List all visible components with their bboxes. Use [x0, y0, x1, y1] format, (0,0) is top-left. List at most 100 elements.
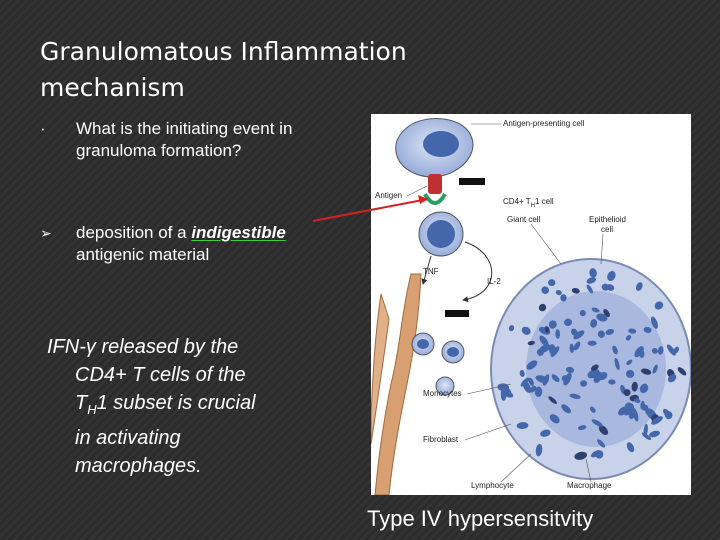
granuloma-nucleus — [603, 309, 610, 318]
granuloma-nucleus — [641, 432, 652, 441]
granuloma-nucleus — [590, 319, 598, 328]
granuloma-nucleus — [555, 290, 562, 296]
granuloma-nucleus — [640, 368, 652, 375]
granuloma-nucleus — [598, 425, 609, 436]
label-apc: Antigen-presenting cell — [503, 119, 585, 128]
granuloma-nucleus — [605, 328, 615, 336]
label-antigen: Antigen — [375, 191, 402, 200]
granuloma-nucleus — [569, 343, 575, 353]
granuloma-nucleus — [540, 429, 551, 437]
slide-title: Granulomatous Inflammation mechanism — [40, 34, 500, 106]
granuloma-nucleus — [612, 345, 618, 355]
granuloma-nucleus — [635, 282, 643, 291]
granuloma-nucleus — [631, 381, 638, 392]
granuloma-nucleus — [589, 268, 597, 278]
granuloma-nucleus — [593, 371, 603, 383]
granuloma-nucleus — [534, 386, 543, 397]
granuloma-nucleus — [527, 340, 535, 346]
granuloma-nucleus — [596, 313, 608, 322]
label-epithelioid-1: Epithelioid — [589, 215, 626, 224]
granuloma-diagram: Antigen-presenting cell Antigen CD4+ TH1… — [371, 114, 691, 495]
label-macrophage: Macrophage — [567, 481, 612, 490]
granuloma-nucleus — [666, 344, 676, 356]
granuloma-nucleus — [639, 383, 649, 394]
granuloma-nucleus — [590, 364, 599, 371]
ifn-line4: in activating — [75, 427, 181, 449]
label-mark-lower — [445, 310, 469, 317]
bullet-question-text: What is the initiating event in granulom… — [76, 119, 293, 160]
label-cd4-post: 1 cell — [535, 197, 554, 206]
bullet-answer: ➢ deposition of a indigestible antigenic… — [40, 222, 340, 266]
granuloma-nucleus — [574, 451, 587, 460]
granuloma-nucleus — [642, 404, 649, 411]
monocyte-cells — [411, 332, 465, 396]
granuloma-nucleus — [591, 307, 600, 313]
bullet-list: · What is the initiating event in granul… — [40, 118, 340, 266]
granuloma-nucleus — [535, 443, 543, 457]
granuloma-nucleus — [561, 404, 571, 414]
granuloma-nucleus — [589, 406, 596, 413]
granuloma-nucleus — [529, 385, 537, 393]
granuloma-nucleus — [580, 380, 588, 387]
ifn-line3-pre: T — [75, 392, 88, 414]
ifn-gamma-statement: IFN-γ released by the CD4+ T cells of th… — [47, 333, 347, 480]
label-cd4-pre: CD4+ T — [503, 197, 531, 206]
label-fibroblast: Fibroblast — [423, 435, 459, 444]
granuloma-nucleus — [607, 270, 616, 282]
label-epithelioid-2: cell — [601, 225, 613, 234]
granuloma-nucleus — [500, 387, 507, 401]
granuloma-nucleus — [618, 406, 628, 416]
granuloma-nucleus — [673, 346, 680, 354]
granuloma-nucleus — [654, 301, 664, 310]
granuloma-nucleus — [586, 284, 594, 294]
label-cd4-sub: H — [531, 203, 535, 209]
granuloma-nucleus — [651, 416, 663, 425]
granuloma-nucleus — [544, 326, 550, 333]
label-mark-upper — [459, 178, 485, 185]
granuloma-diagram-svg: Antigen-presenting cell Antigen CD4+ TH1… — [371, 118, 691, 495]
granuloma-nucleus — [626, 359, 633, 365]
granuloma-nucleus — [565, 366, 575, 373]
granuloma-nucleus — [577, 425, 587, 431]
ifn-line3-sub: H — [87, 402, 97, 417]
granuloma-nucleus — [677, 367, 687, 376]
ifn-line2: CD4+ T cells of the — [75, 364, 246, 386]
granuloma-nuclei — [497, 268, 687, 460]
granuloma-nucleus — [623, 389, 631, 397]
granuloma-nucleus — [538, 303, 547, 312]
title-line-1: Granulomatous Inflammation — [40, 37, 407, 66]
granuloma-nucleus — [597, 330, 605, 338]
granuloma-nucleus — [541, 286, 550, 294]
granuloma-nucleus — [601, 283, 610, 291]
antigen-presenting-cell — [395, 118, 474, 178]
granuloma-nucleus — [649, 430, 660, 438]
title-line-2: mechanism — [40, 73, 185, 102]
granuloma-nucleus — [651, 348, 658, 354]
dot-bullet-icon: · — [40, 119, 46, 138]
bullet-answer-text-before: deposition of a — [76, 223, 192, 242]
bullet-answer-emphasis: indigestible — [191, 223, 286, 242]
granuloma-nucleus — [549, 414, 560, 424]
granuloma-nucleus — [625, 369, 635, 378]
label-giant-cell: Giant cell — [507, 215, 541, 224]
granuloma-nucleus — [650, 316, 659, 329]
granuloma-nucleus — [516, 422, 529, 430]
ifn-line1-rest: released by the — [95, 336, 239, 358]
granuloma-nucleus — [550, 346, 560, 357]
ifn-line3: TH1 subset is crucial — [47, 389, 347, 424]
antigen-particle — [423, 174, 447, 205]
granuloma-nucleus — [519, 370, 525, 377]
arrow-bullet-icon: ➢ — [40, 225, 52, 241]
granuloma-nucleus — [526, 360, 538, 370]
granuloma-nucleus — [520, 377, 529, 387]
granuloma-nucleus — [657, 346, 664, 355]
granuloma-nucleus — [590, 450, 601, 458]
fibroblast-strands — [371, 273, 422, 495]
granuloma-nucleus — [634, 346, 644, 358]
granuloma-nucleus — [563, 372, 572, 386]
granuloma-nucleus — [587, 340, 597, 346]
label-lymphocyte: Lymphocyte — [471, 481, 514, 490]
granuloma-nucleus — [625, 334, 632, 341]
granuloma-nucleus — [564, 318, 572, 327]
il2-feedback-arrow — [462, 241, 493, 303]
